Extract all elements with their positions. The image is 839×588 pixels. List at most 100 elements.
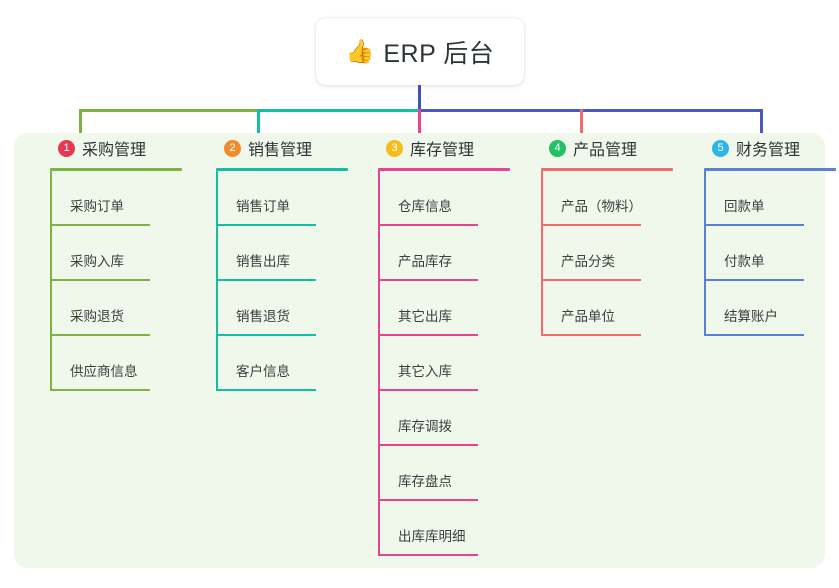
module-item[interactable]: 结算账户 (704, 281, 839, 336)
module-item-label: 采购订单 (70, 198, 124, 214)
module-item-underline (50, 334, 150, 336)
trunk-segment-mid (257, 109, 421, 112)
module-item-underline (378, 224, 478, 226)
module-item-underline (216, 389, 316, 391)
module-column-1: 1 采购管理采购订单采购入库采购退货供应商信息 (36, 133, 196, 391)
module-item[interactable]: 供应商信息 (50, 336, 196, 391)
module-item-label: 产品分类 (561, 253, 615, 269)
module-item[interactable]: 其它出库 (378, 281, 524, 336)
module-header-4[interactable]: 4 产品管理 (527, 133, 687, 163)
module-item[interactable]: 采购退货 (50, 281, 196, 336)
branch-drop-2 (257, 109, 260, 150)
module-item-label: 供应商信息 (70, 363, 138, 379)
module-items: 采购订单采购入库采购退货供应商信息 (50, 171, 196, 391)
module-item[interactable]: 客户信息 (216, 336, 362, 391)
module-number-badge: 4 (549, 139, 566, 157)
module-spine (216, 171, 218, 391)
trunk-segment-left (79, 109, 259, 112)
module-header-1[interactable]: 1 采购管理 (36, 133, 196, 163)
module-item[interactable]: 库存盘点 (378, 446, 524, 501)
module-title: 采购管理 (82, 142, 147, 159)
branch-drop-5 (760, 109, 763, 150)
module-item[interactable]: 其它入库 (378, 336, 524, 391)
module-item-label: 产品库存 (398, 253, 452, 269)
module-header-2[interactable]: 2 销售管理 (202, 133, 362, 163)
module-item-label: 回款单 (724, 198, 765, 214)
module-items: 仓库信息产品库存其它出库其它入库库存调拨库存盘点出库库明细 (378, 171, 524, 556)
module-item-label: 采购入库 (70, 253, 124, 269)
module-underline (541, 168, 673, 171)
module-item[interactable]: 库存调拨 (378, 391, 524, 446)
module-item-underline (50, 224, 150, 226)
module-item-label: 结算账户 (724, 308, 778, 324)
module-item[interactable]: 仓库信息 (378, 171, 524, 226)
module-item[interactable]: 销售退货 (216, 281, 362, 336)
module-item[interactable]: 产品（物料） (541, 171, 687, 226)
module-title: 库存管理 (410, 142, 475, 159)
module-underline (378, 168, 510, 171)
module-item-label: 库存盘点 (398, 473, 452, 489)
module-column-2: 2 销售管理销售订单销售出库销售退货客户信息 (202, 133, 362, 391)
module-spine (541, 171, 543, 336)
module-item-underline (378, 279, 478, 281)
module-item-underline (704, 334, 804, 336)
module-item-underline (704, 279, 804, 281)
module-item-label: 产品（物料） (561, 198, 642, 214)
module-item-underline (216, 334, 316, 336)
module-item-underline (704, 224, 804, 226)
module-item-underline (216, 224, 316, 226)
module-item-label: 客户信息 (236, 363, 290, 379)
module-item[interactable]: 采购订单 (50, 171, 196, 226)
module-number-badge: 5 (712, 139, 729, 157)
branch-drop-4 (580, 109, 583, 150)
module-items: 产品（物料） 产品分类产品单位 (541, 171, 687, 336)
module-item-underline (378, 444, 478, 446)
module-title: 产品管理 (573, 142, 638, 159)
module-column-5: 5 财务管理回款单付款单结算账户 (690, 133, 839, 336)
root-stem-line (418, 85, 421, 112)
module-item-underline (378, 389, 478, 391)
module-item-underline (216, 279, 316, 281)
branch-drop-3 (418, 109, 421, 150)
module-number-badge: 3 (386, 139, 403, 157)
module-underline (216, 168, 348, 171)
module-item[interactable]: 出库库明细 (378, 501, 524, 556)
module-item-label: 其它出库 (398, 308, 452, 324)
module-item-label: 库存调拨 (398, 418, 452, 434)
module-title: 财务管理 (736, 142, 801, 159)
module-item-label: 产品单位 (561, 308, 615, 324)
module-title: 销售管理 (248, 142, 313, 159)
module-item[interactable]: 销售出库 (216, 226, 362, 281)
module-item-underline (541, 279, 641, 281)
module-item-underline (50, 279, 150, 281)
module-item[interactable]: 产品分类 (541, 226, 687, 281)
module-items: 回款单付款单结算账户 (704, 171, 839, 336)
module-item[interactable]: 回款单 (704, 171, 839, 226)
module-item[interactable]: 付款单 (704, 226, 839, 281)
module-item-underline (378, 499, 478, 501)
module-spine (378, 171, 380, 556)
module-item[interactable]: 采购入库 (50, 226, 196, 281)
thumbs-up-icon: 👍 (345, 38, 375, 64)
module-item-underline (541, 224, 641, 226)
module-item-label: 销售订单 (236, 198, 290, 214)
module-spine (50, 171, 52, 391)
module-column-4: 4 产品管理产品（物料） 产品分类产品单位 (527, 133, 687, 336)
module-column-3: 3 库存管理仓库信息产品库存其它出库其它入库库存调拨库存盘点出库库明细 (364, 133, 524, 556)
module-item[interactable]: 产品单位 (541, 281, 687, 336)
module-item-underline (541, 334, 641, 336)
module-number-badge: 2 (224, 139, 241, 157)
module-header-3[interactable]: 3 库存管理 (364, 133, 524, 163)
module-item-label: 出库库明细 (398, 528, 466, 544)
module-item-label: 销售出库 (236, 253, 290, 269)
module-item-underline (378, 554, 478, 556)
root-node[interactable]: 👍 ERP 后台 (316, 18, 524, 85)
module-item-label: 仓库信息 (398, 198, 452, 214)
module-item[interactable]: 产品库存 (378, 226, 524, 281)
module-number-badge: 1 (58, 139, 75, 157)
module-item-underline (378, 334, 478, 336)
module-header-5[interactable]: 5 财务管理 (690, 133, 839, 163)
module-items: 销售订单销售出库销售退货客户信息 (216, 171, 362, 391)
module-item[interactable]: 销售订单 (216, 171, 362, 226)
module-item-label: 采购退货 (70, 308, 124, 324)
